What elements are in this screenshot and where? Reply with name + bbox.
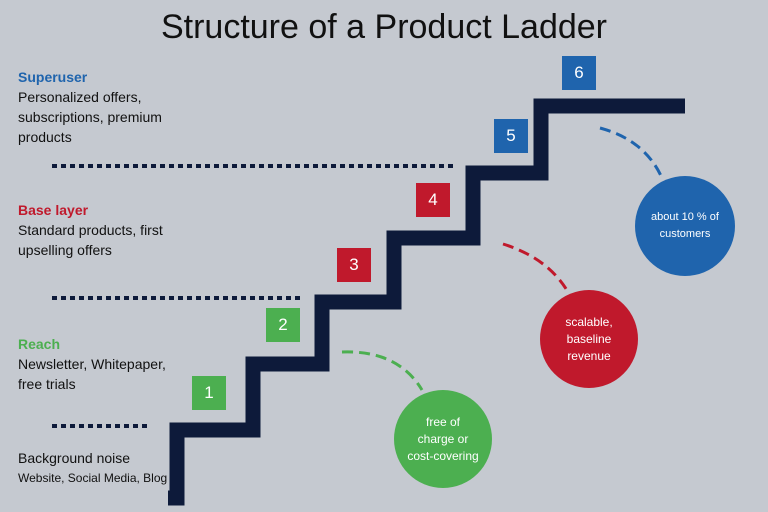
step-badge-4: 4 <box>416 183 450 217</box>
step-badge-1: 1 <box>192 376 226 410</box>
tier-base-heading: Base layer <box>18 202 89 218</box>
connector-green <box>341 350 424 391</box>
step-badge-3: 3 <box>337 248 371 282</box>
connector-red <box>502 242 570 293</box>
tier-base: Base layer Standard products, first upse… <box>18 200 163 260</box>
tier-base-body: Standard products, first upselling offer… <box>18 222 163 258</box>
callout-circle-blue: about 10 % of customers <box>635 176 735 276</box>
step-badge-6: 6 <box>562 56 596 90</box>
page-title: Structure of a Product Ladder <box>160 8 608 46</box>
callout-circle-green: free of charge or cost-covering <box>394 390 492 488</box>
tier-reach: Reach Newsletter, Whitepaper, free trial… <box>18 334 166 394</box>
step-badge-2: 2 <box>266 308 300 342</box>
tier-superuser-body: Personalized offers, subscriptions, prem… <box>18 89 162 145</box>
tier-background-body: Website, Social Media, Blog <box>18 471 168 485</box>
staircase <box>168 98 685 506</box>
callout-circle-red: scalable, baseline revenue <box>540 290 638 388</box>
connector-blue <box>599 126 664 179</box>
tier-reach-heading: Reach <box>18 336 61 352</box>
step-badge-5: 5 <box>494 119 528 153</box>
tier-background: Background noise Website, Social Media, … <box>18 448 167 488</box>
tier-superuser-heading: Superuser <box>18 69 88 85</box>
tier-superuser: Superuser Personalized offers, subscript… <box>18 67 162 147</box>
tier-background-heading: Background noise <box>18 450 131 466</box>
tier-reach-body: Newsletter, Whitepaper, free trials <box>18 356 166 392</box>
